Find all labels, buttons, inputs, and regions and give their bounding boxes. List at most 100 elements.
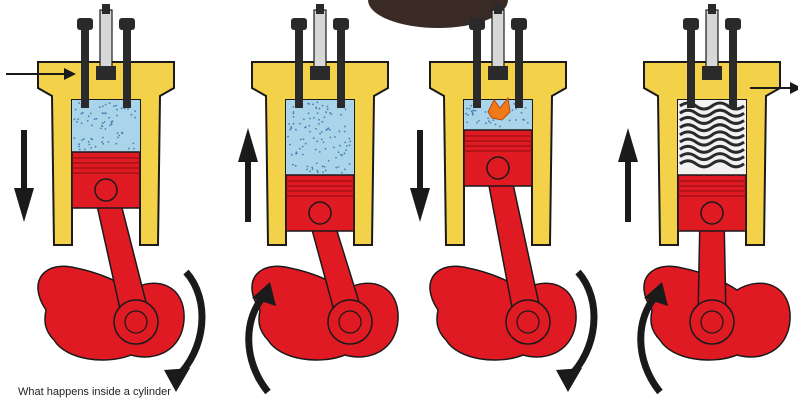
fuel-particle xyxy=(127,108,129,110)
fuel-particle xyxy=(96,118,98,120)
fuel-particle xyxy=(302,154,304,156)
fuel-particle xyxy=(512,109,514,111)
fuel-particle xyxy=(316,170,318,172)
fuel-particle xyxy=(344,131,346,133)
fuel-particle xyxy=(330,137,332,139)
fuel-particle xyxy=(344,152,346,154)
piston-direction-arrowhead-compression xyxy=(238,128,258,162)
fuel-particle xyxy=(312,168,314,170)
fuel-particle xyxy=(309,171,311,173)
fuel-particle xyxy=(341,154,343,156)
fuel-particle xyxy=(312,103,314,105)
crank-pin xyxy=(328,300,372,344)
piston-direction-arrowhead-power xyxy=(410,188,430,222)
fuel-particle xyxy=(313,117,315,119)
fuel-particle xyxy=(324,166,326,168)
fuel-particle xyxy=(346,145,348,147)
spark-plug-terminal xyxy=(102,4,110,14)
fuel-particle xyxy=(121,132,123,134)
fuel-particle xyxy=(495,124,497,126)
fuel-particle xyxy=(327,106,329,108)
fuel-particle xyxy=(341,172,343,174)
fuel-particle xyxy=(90,113,92,115)
fuel-particle xyxy=(316,140,318,142)
fuel-particle xyxy=(108,141,110,143)
fuel-particle xyxy=(100,127,102,129)
fuel-particle xyxy=(109,102,111,104)
crank-web xyxy=(38,266,184,360)
fuel-particle xyxy=(339,130,341,132)
piston-direction-arrowhead-intake xyxy=(14,188,34,222)
fuel-particle xyxy=(317,171,319,173)
fuel-particle xyxy=(487,118,489,120)
fuel-particle xyxy=(134,110,136,112)
fuel-particle xyxy=(81,122,83,124)
fuel-particle xyxy=(76,121,78,123)
fuel-particle xyxy=(469,108,471,110)
fuel-particle xyxy=(88,144,90,146)
fuel-particle xyxy=(104,121,106,123)
fuel-particle xyxy=(315,107,317,109)
spark-plug-base xyxy=(488,66,508,80)
inlet-valve-cap xyxy=(291,18,307,30)
gudgeon-pin xyxy=(701,202,723,224)
fuel-particle xyxy=(116,109,118,111)
inlet-valve-cap xyxy=(469,18,485,30)
fuel-particle xyxy=(465,113,467,115)
fuel-particle xyxy=(325,170,327,172)
inlet-valve-stem xyxy=(687,28,695,108)
fuel-particle xyxy=(108,117,110,119)
fuel-particle xyxy=(324,116,326,118)
fuel-particle xyxy=(115,143,117,145)
fuel-particle xyxy=(295,129,297,131)
fuel-particle xyxy=(475,110,477,112)
fuel-particle xyxy=(289,144,291,146)
fuel-particle xyxy=(330,113,332,115)
fuel-particle xyxy=(105,128,107,130)
fuel-particle xyxy=(306,169,308,171)
fuel-particle xyxy=(116,115,118,117)
fuel-particle xyxy=(112,120,114,122)
fuel-particle xyxy=(78,143,80,145)
fuel-particle xyxy=(102,143,104,145)
gudgeon-pin xyxy=(309,202,331,224)
fuel-particle xyxy=(335,167,337,169)
crank-pin xyxy=(506,300,550,344)
exhaust-valve-stem xyxy=(729,28,737,108)
fuel-particle xyxy=(296,151,298,153)
spark-plug xyxy=(706,10,718,68)
fuel-particle xyxy=(302,146,304,148)
fuel-particle xyxy=(515,119,517,121)
fuel-particle xyxy=(111,124,113,126)
spark-plug-terminal xyxy=(494,4,502,14)
spark-plug-base xyxy=(310,66,330,80)
fuel-particle xyxy=(88,115,90,117)
fuel-particle xyxy=(309,118,311,120)
fuel-particle xyxy=(75,109,77,111)
crank-pin xyxy=(114,300,158,344)
fuel-particle xyxy=(322,171,324,173)
fuel-particle xyxy=(132,142,134,144)
fuel-particle xyxy=(115,105,117,107)
exhaust-valve-cap xyxy=(725,18,741,30)
crank-web xyxy=(430,266,576,360)
fuel-particle xyxy=(128,148,130,150)
fuel-particle xyxy=(333,147,335,149)
fuel-particle xyxy=(472,113,474,115)
exhaust-flow-arrowhead xyxy=(790,82,798,94)
fuel-particle xyxy=(84,148,86,150)
fuel-particle xyxy=(101,125,103,127)
inlet-valve-cap xyxy=(683,18,699,30)
chamber-gas xyxy=(286,100,354,175)
fuel-particle xyxy=(523,119,525,121)
fuel-particle xyxy=(90,138,92,140)
fuel-particle xyxy=(101,141,103,143)
fuel-particle xyxy=(292,106,294,108)
fuel-particle xyxy=(319,133,321,135)
fuel-particle xyxy=(94,118,96,120)
fuel-particle xyxy=(509,120,511,122)
fuel-particle xyxy=(327,108,329,110)
fuel-particle xyxy=(81,139,83,141)
fuel-particle xyxy=(117,132,119,134)
fuel-particle xyxy=(82,112,84,114)
